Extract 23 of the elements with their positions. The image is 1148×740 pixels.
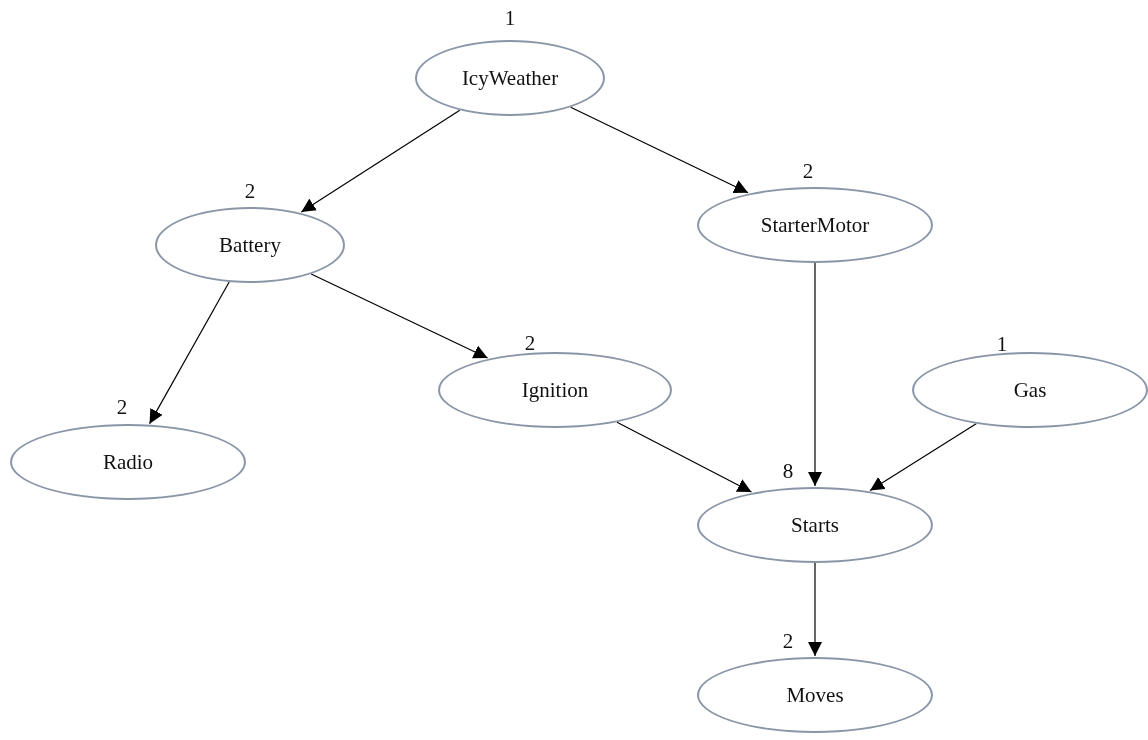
node-label: Battery (219, 232, 281, 258)
arrow (616, 421, 753, 493)
node-label: Ignition (521, 377, 589, 403)
count-label: 1 (504, 8, 516, 29)
arrow (570, 106, 749, 194)
arrow (808, 562, 822, 657)
count-label: 2 (244, 181, 256, 202)
count-label: 2 (802, 161, 814, 182)
count-label: 8 (782, 461, 794, 482)
node-label: IcyWeather (461, 65, 559, 91)
count-label: 2 (116, 397, 128, 418)
arrow (300, 109, 461, 213)
count-label: 2 (782, 631, 794, 652)
arrow (808, 262, 822, 487)
node-label: StarterMotor (760, 212, 870, 238)
arrow (310, 273, 489, 359)
count-label: 2 (524, 333, 536, 354)
node-label: Starts (791, 512, 839, 538)
node-label: Radio (102, 449, 154, 475)
node-label: Moves (786, 682, 844, 708)
arrow (148, 281, 230, 425)
node-label: Gas (1013, 377, 1047, 403)
count-label: 1 (996, 334, 1008, 355)
